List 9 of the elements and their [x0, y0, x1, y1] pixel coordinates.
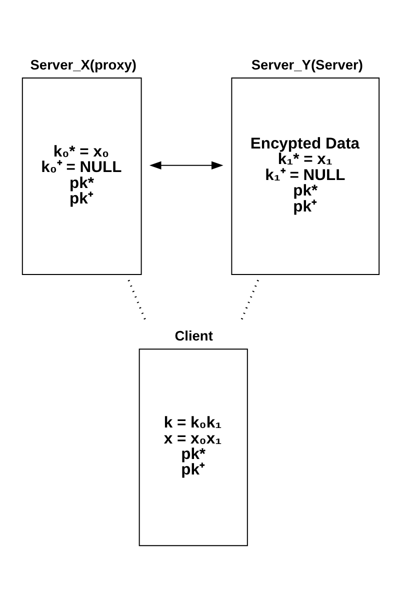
node-box: Encypted Data k₁* = x₁ k₁⁺ = NULL pk* pk⁺ [231, 76, 380, 274]
node-label: Server_Y(Server) [251, 56, 363, 72]
node-label: Server_X(proxy) [30, 56, 136, 72]
connector [128, 279, 147, 322]
node-box: k = k₀k₁ x = x₀x₁ pk* pk⁺ [138, 348, 248, 546]
node-box: k₀* = x₀ k₀⁺ = NULL pk* pk⁺ [22, 76, 142, 274]
connector [240, 279, 259, 322]
node-label: Client [174, 328, 213, 343]
arrow [149, 160, 224, 170]
